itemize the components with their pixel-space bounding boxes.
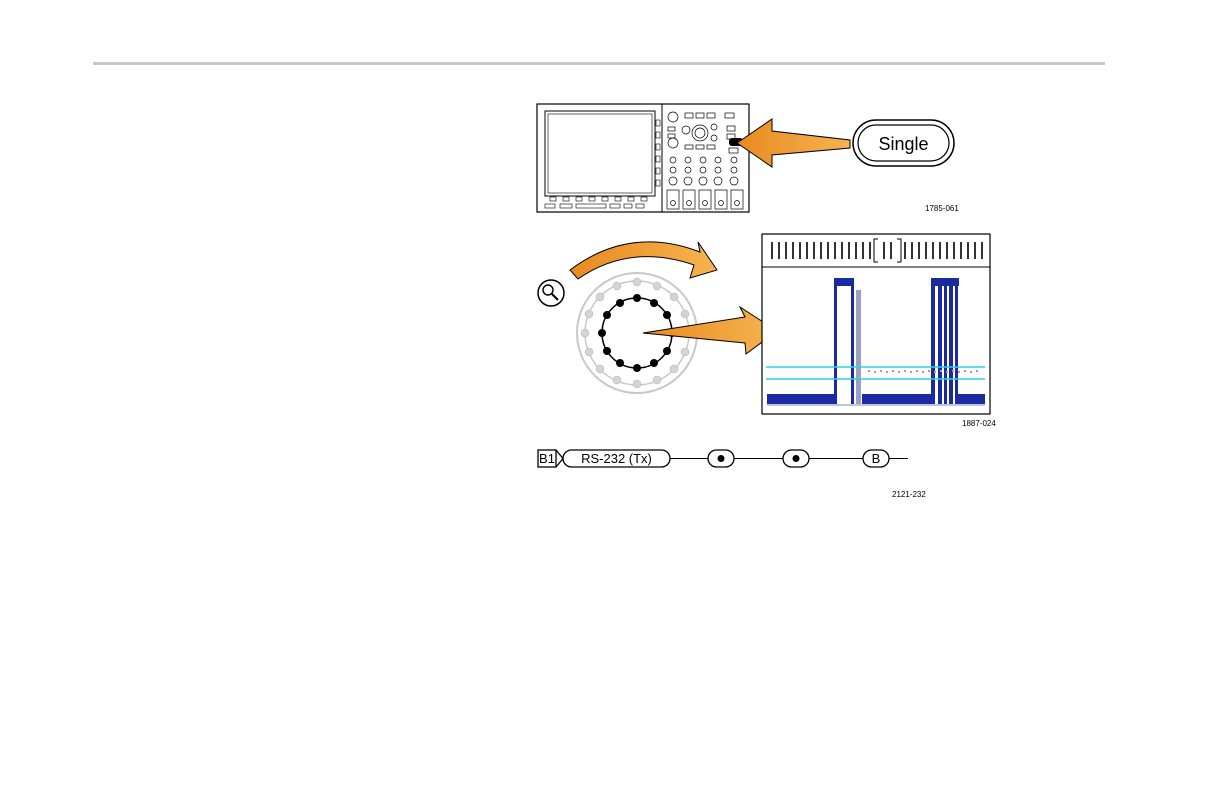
bus-label: B1 [539, 451, 555, 466]
figure-3-code: 2121-232 [892, 490, 926, 499]
arrow-to-single-button [737, 119, 850, 167]
bus-trigger-diagram: B1 RS-232 (Tx) B [538, 450, 908, 467]
bus-end-label: B [872, 451, 881, 466]
single-button[interactable]: Single [853, 120, 954, 166]
protocol-label: RS-232 (Tx) [581, 451, 652, 466]
figure-2-code: 1887-024 [962, 419, 996, 428]
oscilloscope-front-panel [537, 104, 749, 212]
figure-1-code: 1785-061 [925, 204, 959, 213]
zoom-icon [538, 280, 564, 306]
single-button-label: Single [878, 134, 928, 154]
zoom-display [762, 234, 990, 414]
